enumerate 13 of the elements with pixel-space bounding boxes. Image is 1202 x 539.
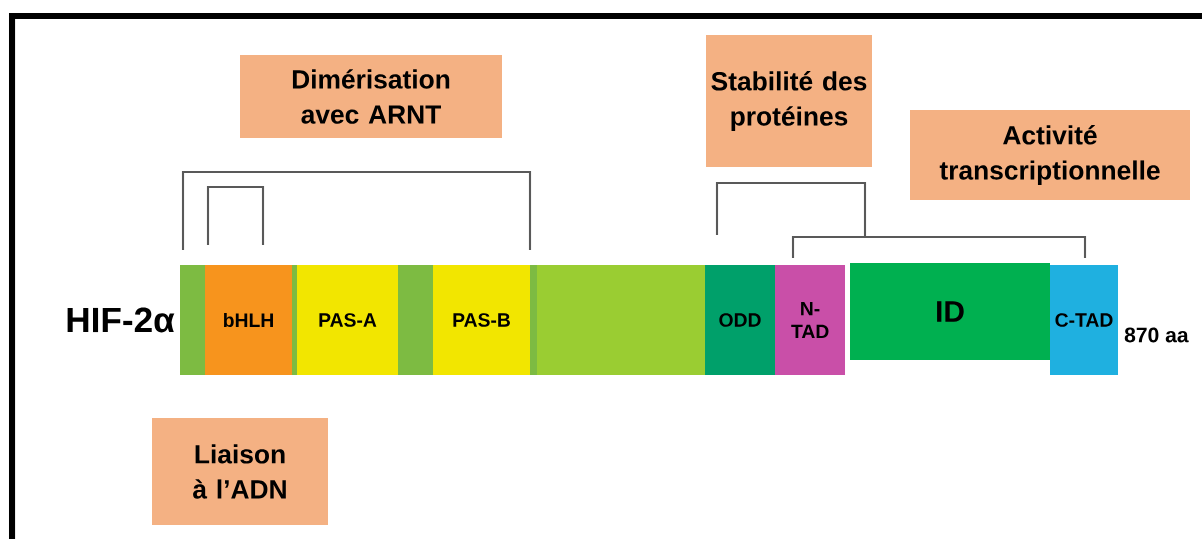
annotation-box: Activité transcriptionnelle bbox=[910, 110, 1190, 200]
annotation-box: Stabilité des protéines bbox=[706, 35, 872, 167]
protein-name: HIF-2α bbox=[67, 307, 175, 333]
protein-segment bbox=[537, 265, 705, 375]
domain-segment: ID bbox=[850, 263, 1050, 360]
domain-segment: N-TAD bbox=[775, 265, 845, 375]
domain-segment: C-TAD bbox=[1050, 265, 1118, 375]
annotation-box: Liaison à l’ADN bbox=[152, 418, 328, 525]
annotation-box: Dimérisation avec ARNT bbox=[240, 55, 502, 138]
domain-segment: ODD bbox=[705, 265, 775, 375]
domain-segment: PAS-A bbox=[297, 265, 398, 375]
domain-segment: bHLH bbox=[205, 265, 292, 375]
domain-segment: PAS-B bbox=[433, 265, 530, 375]
